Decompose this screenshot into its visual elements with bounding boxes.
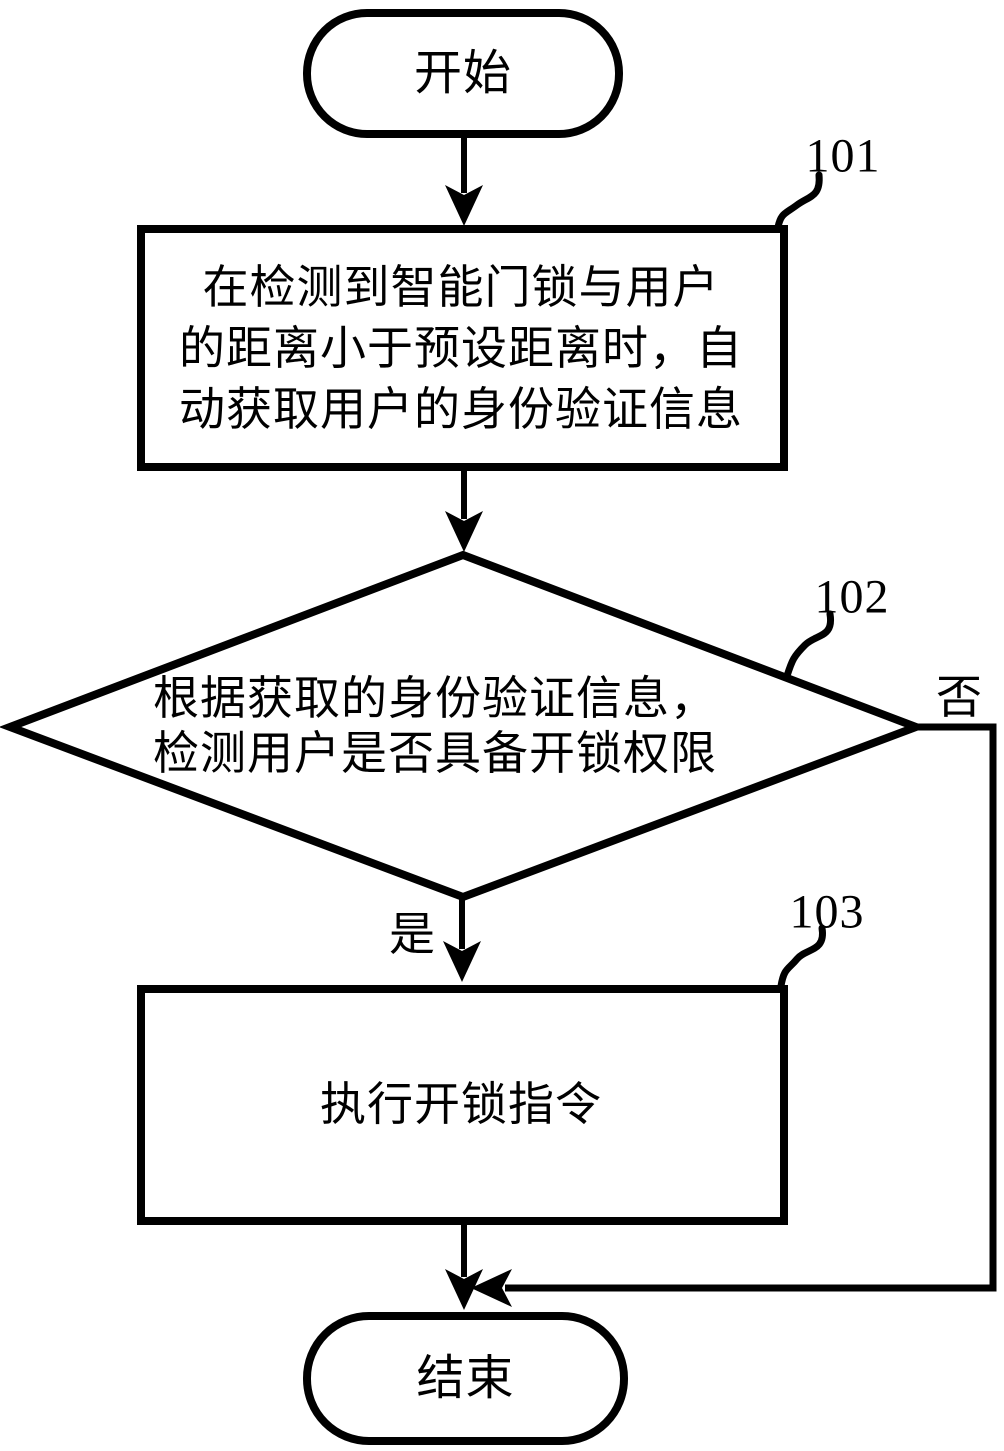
decision-102-label: 根据获取的身份验证信息， 检测用户是否具备开锁权限 [153,673,717,779]
process-103-label: 执行开锁指令 [320,1079,602,1130]
ref-numeral-101: 101 [805,129,881,183]
process-103-shape [137,985,788,1225]
ref-numeral-102: 102 [814,570,890,624]
arrow-no-102-to-end-head [471,1269,512,1307]
ref-103-leader-line [777,924,826,990]
start-node-label: 开始 [413,46,512,100]
process-101-shape [137,225,788,471]
arrow-start-to-101-head [445,185,483,226]
branch-yes-label: 是 [389,909,435,960]
start-terminator-shape [303,9,623,138]
end-terminator-shape [303,1312,628,1445]
end-node-label: 结束 [416,1351,515,1405]
ref-numeral-103: 103 [789,885,865,939]
arrow-101-to-102-head [445,511,483,552]
process-101-label: 在检测到智能门锁与用户 的距离小于预设距离时，自 动获取用户的身份验证信息 [179,261,743,435]
arrow-no-102-to-end-line [505,723,997,1292]
branch-no-label: 否 [936,672,982,723]
arrow-103-to-end-head [445,1269,483,1310]
ref-101-leader-line [774,171,823,231]
arrow-yes-102-to-103-head [443,941,481,982]
ref-102-leader-line [783,610,835,680]
